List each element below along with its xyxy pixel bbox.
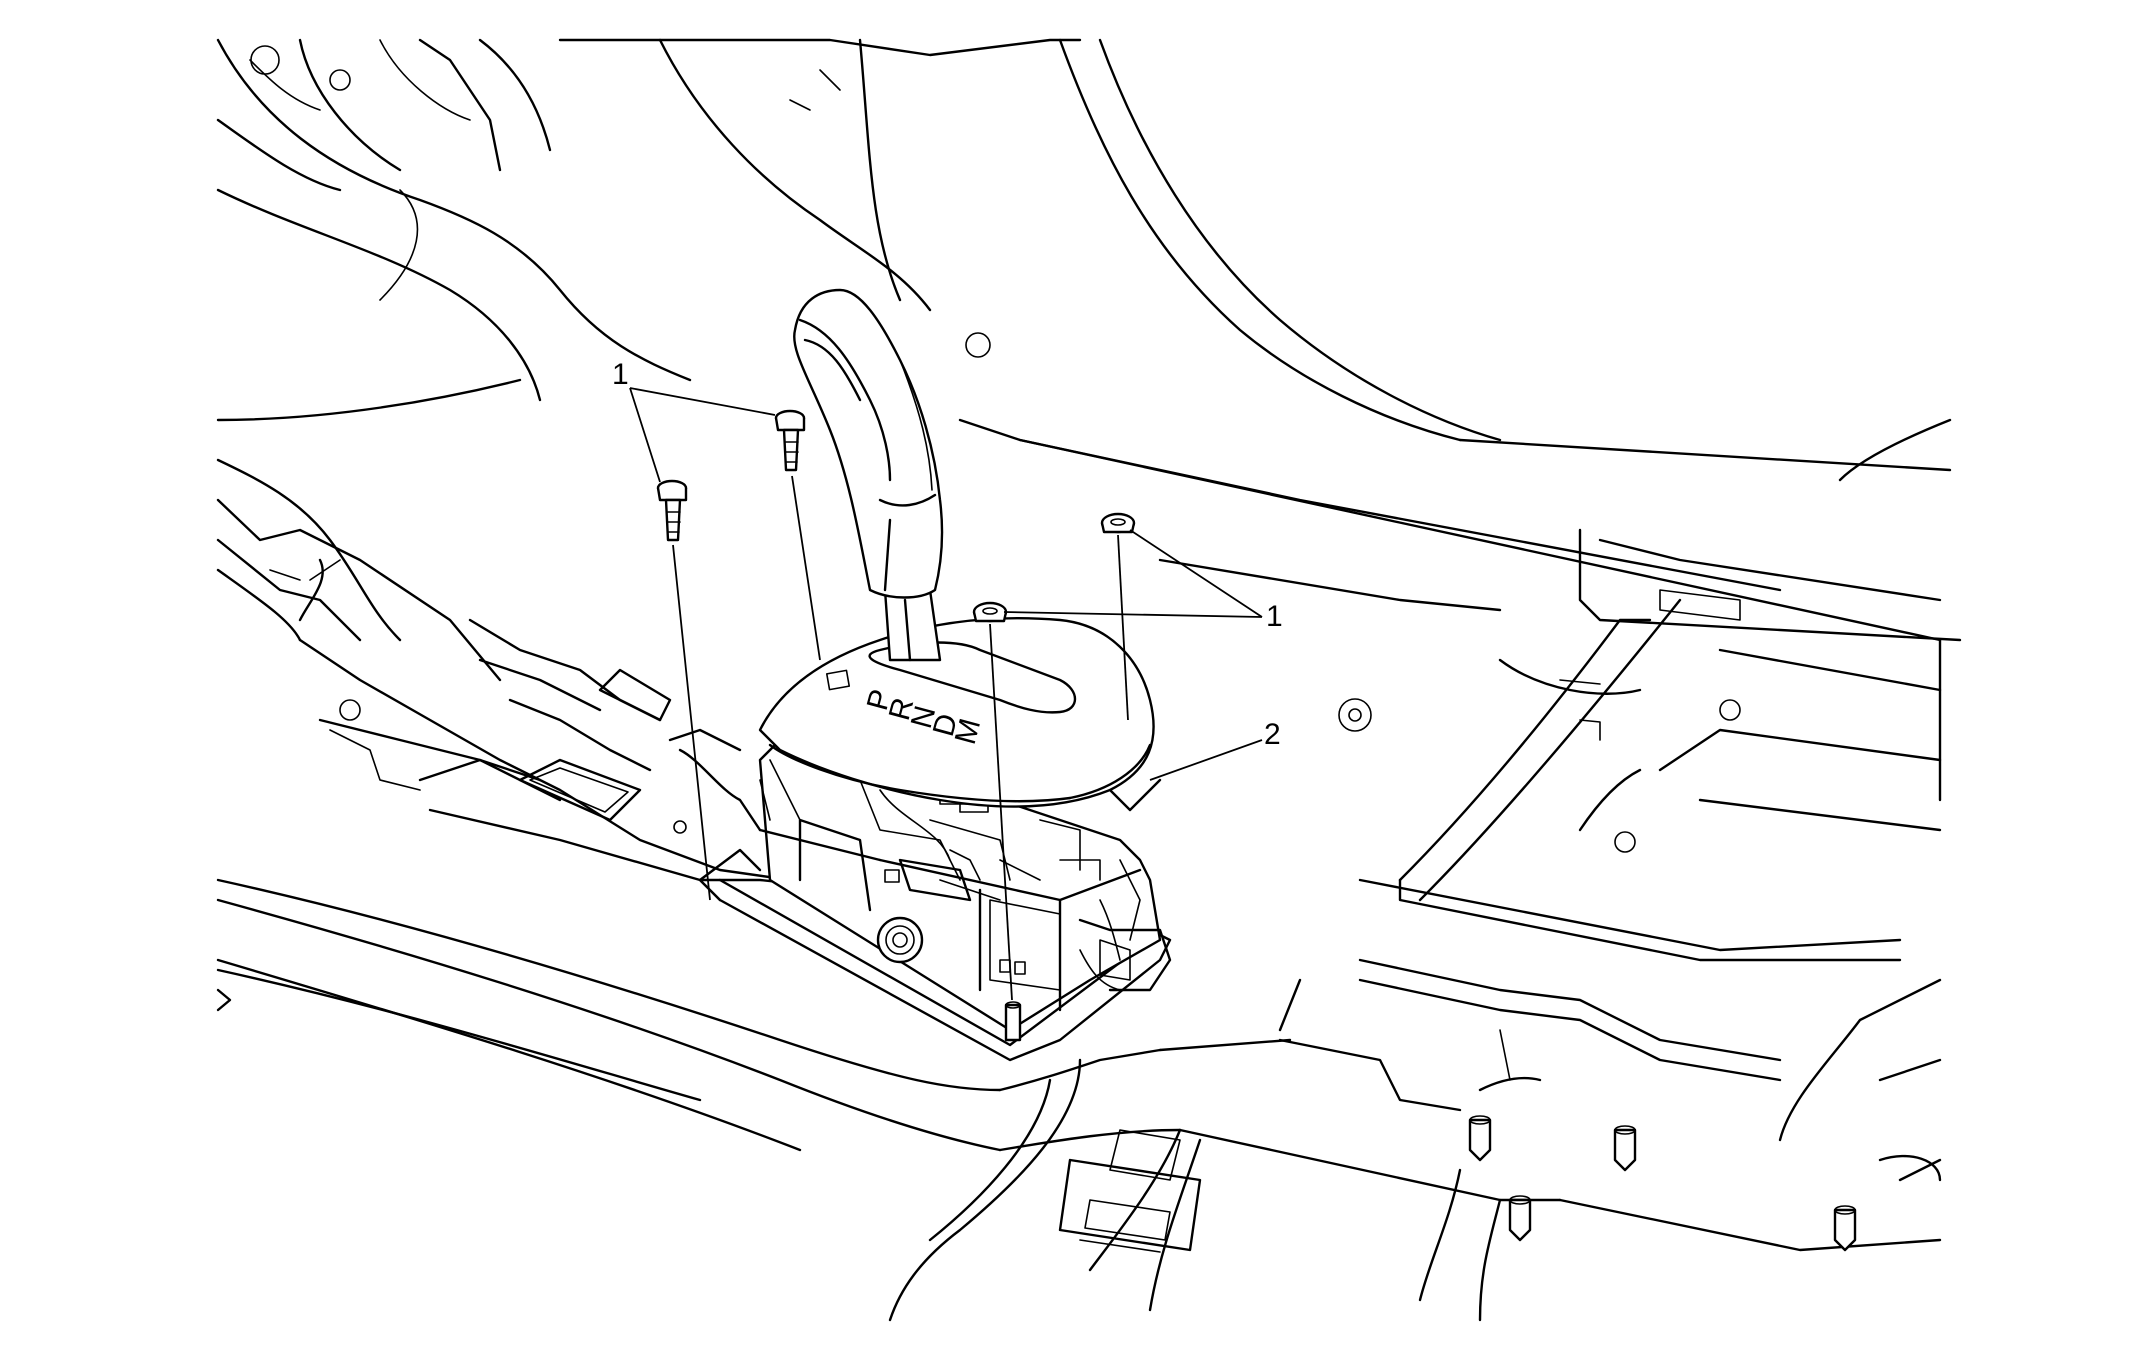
shift-knob bbox=[793, 288, 944, 662]
bolt-left bbox=[656, 479, 711, 901]
center-tunnel bbox=[216, 878, 1942, 1322]
leader-1-nuts bbox=[1003, 529, 1263, 618]
steering-wheel bbox=[216, 38, 692, 642]
callout-1-bolts: 1 bbox=[612, 358, 629, 391]
callout-1-nuts: 1 bbox=[1266, 600, 1283, 633]
floor-studs bbox=[1278, 958, 1942, 1252]
nut-upper bbox=[1100, 512, 1136, 721]
dash-panel bbox=[558, 38, 1952, 482]
fasteners bbox=[629, 387, 1263, 1042]
leader-2-assembly bbox=[1149, 739, 1263, 781]
left-floor-brackets bbox=[216, 498, 792, 1012]
leader-1-bolts bbox=[629, 387, 776, 483]
callout-2-shifter: 2 bbox=[1264, 718, 1281, 751]
floor-pan bbox=[958, 418, 1962, 1182]
bolt-right bbox=[774, 409, 821, 661]
shifter-assembly: P R N D M bbox=[668, 288, 1172, 1062]
nut-lower bbox=[972, 601, 1022, 1042]
